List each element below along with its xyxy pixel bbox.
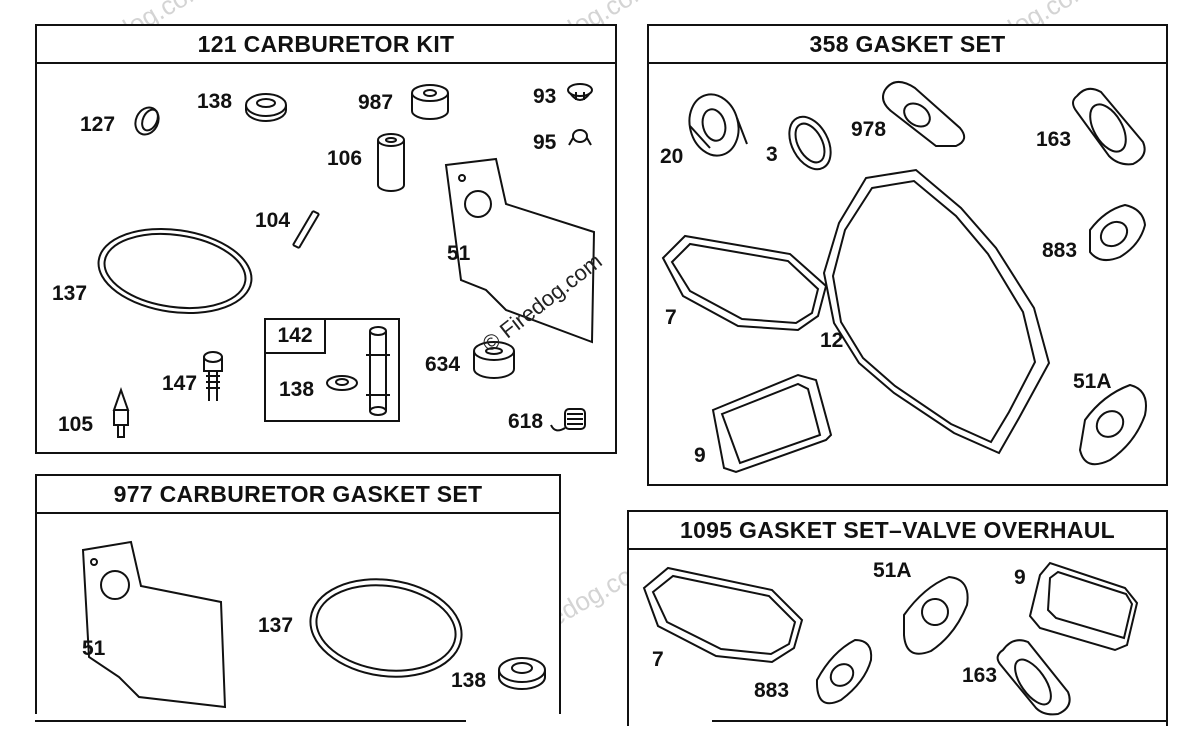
seal-20-icon <box>688 93 748 157</box>
gasket-51a-icon <box>903 575 969 655</box>
bottom-rule <box>35 720 466 722</box>
gasket-9-icon <box>1028 561 1139 652</box>
part-label: 105 <box>58 413 94 436</box>
seal-138-inset-icon <box>326 375 358 391</box>
part-label: 883 <box>1042 239 1078 262</box>
part-label: 20 <box>660 145 684 168</box>
gasket-163-icon <box>996 639 1071 716</box>
pin-104-icon <box>292 210 320 249</box>
seal-3-icon <box>788 115 832 171</box>
part-142-inset: 142 <box>264 318 400 422</box>
part-label: 51A <box>873 559 912 582</box>
part-label: 634 <box>425 353 461 376</box>
part-label: 127 <box>80 113 116 136</box>
gasket-51-icon <box>81 540 227 709</box>
o-ring-137-icon <box>97 228 253 314</box>
o-ring-137-icon <box>309 578 463 678</box>
valve-overhaul-panel: 1095 GASKET SET–VALVE OVERHAUL <box>627 510 1168 726</box>
gasket-51-icon <box>444 157 596 344</box>
gasket-51a-icon <box>1078 383 1147 466</box>
valve-overhaul-title: 1095 GASKET SET–VALVE OVERHAUL <box>629 512 1166 550</box>
part-label: 138 <box>197 90 233 113</box>
part-label: 51A <box>1073 370 1112 393</box>
part-label: 51 <box>447 242 471 265</box>
part-label: 163 <box>962 664 998 687</box>
part-label: 9 <box>1014 566 1026 589</box>
bushing-987-icon <box>411 84 449 120</box>
part-label: 106 <box>327 147 363 170</box>
screw-147-icon <box>203 351 223 401</box>
part-label: 978 <box>851 118 887 141</box>
head-gasket-7-icon <box>642 566 804 664</box>
screw-95-icon <box>568 129 592 146</box>
gasket-9-icon <box>711 373 833 474</box>
part-label: 987 <box>358 91 394 114</box>
part-label: 163 <box>1036 128 1072 151</box>
part-label: 95 <box>533 131 557 154</box>
seal-138-icon <box>498 657 546 690</box>
part-label: 138 <box>279 378 315 401</box>
part-142-label: 142 <box>266 320 326 354</box>
spring-618-icon <box>550 408 586 432</box>
part-label: 51 <box>82 637 106 660</box>
part-label: 3 <box>766 143 778 166</box>
part-label: 104 <box>255 209 291 232</box>
carburetor-kit-panel: 121 CARBURETOR KIT 142 <box>35 24 617 454</box>
cylinder-106-icon <box>377 133 405 192</box>
carburetor-gasket-set-title: 977 CARBURETOR GASKET SET <box>37 476 559 514</box>
part-label: 138 <box>451 669 487 692</box>
part-label: 7 <box>652 648 664 671</box>
ring-634-icon <box>473 341 515 379</box>
part-label: 883 <box>754 679 790 702</box>
plug-93-icon <box>567 83 593 101</box>
part-label: 147 <box>162 372 198 395</box>
gasket-163-icon <box>1072 87 1146 166</box>
gasket-883-icon <box>1089 203 1147 262</box>
tube-142-icon <box>366 326 390 416</box>
part-label: 93 <box>533 85 557 108</box>
crankcase-gasket-12-icon <box>822 168 1051 455</box>
washer-127-icon <box>134 106 160 136</box>
gasket-883-icon <box>815 638 873 705</box>
part-label: 9 <box>694 444 706 467</box>
needle-105-icon <box>112 386 130 438</box>
carburetor-gasket-set-panel: 977 CARBURETOR GASKET SET <box>35 474 561 714</box>
gasket-set-title: 358 GASKET SET <box>649 26 1166 64</box>
part-label: 618 <box>508 410 544 433</box>
part-label: 7 <box>665 306 677 329</box>
gasket-978-icon <box>882 81 966 147</box>
part-label: 137 <box>258 614 294 637</box>
head-gasket-7-icon <box>661 234 828 332</box>
part-label: 12 <box>820 329 844 352</box>
part-label: 137 <box>52 282 88 305</box>
seal-138-icon <box>245 93 287 122</box>
carburetor-kit-title: 121 CARBURETOR KIT <box>37 26 615 64</box>
bottom-rule <box>712 720 1168 722</box>
